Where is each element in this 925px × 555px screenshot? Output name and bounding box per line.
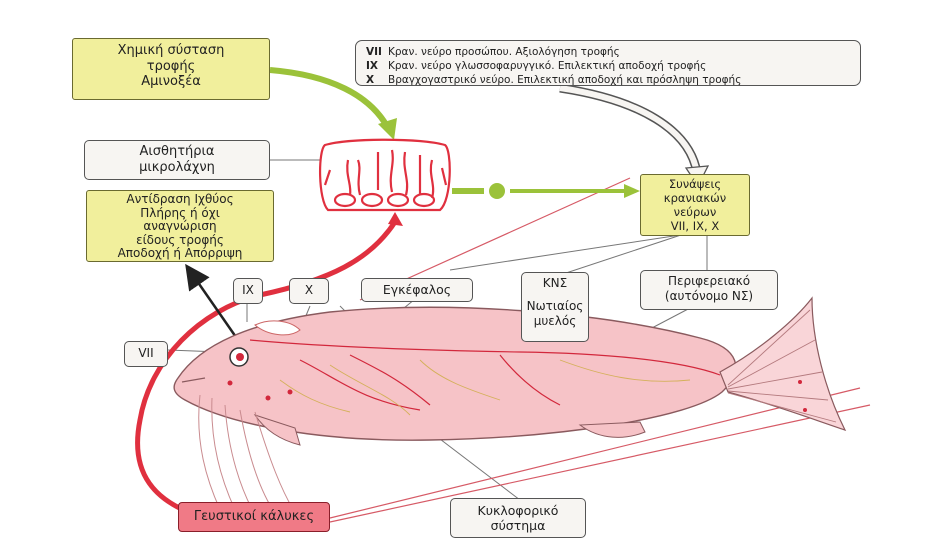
nerve-label-vii: VII (124, 341, 168, 367)
chemical-composition-box: Χημική σύσταση τροφής Αμινοξέα (72, 38, 270, 100)
legend-arrow (560, 88, 697, 173)
cranial-synapses-box: Συνάψεις κρανιακών νεύρων VII, IX, X (640, 174, 750, 236)
nerve-label-ix: IX (233, 278, 263, 304)
taste-buds-box: Γευστικοί κάλυκες (178, 502, 330, 532)
signal-arrow (452, 183, 640, 199)
peripheral-ns-box: Περιφερειακό (αυτόνομο ΝΣ) (640, 270, 778, 310)
fish-illustration (174, 298, 845, 520)
sensory-microvilli-box: Αισθητήρια μικρολάχνη (84, 140, 270, 180)
cns-box: ΚΝΣ Νωτιαίος μυελός (521, 272, 589, 342)
circulatory-system-box: Κυκλοφορικό σύστημα (450, 498, 586, 538)
taste-cell (320, 140, 450, 210)
nerve-label-x: X (289, 278, 329, 304)
brain-box: Εγκέφαλος (361, 278, 473, 302)
fish-reaction-box: Αντίδραση Ιχθύος Πλήρης ή όχι αναγνώριση… (86, 190, 274, 262)
